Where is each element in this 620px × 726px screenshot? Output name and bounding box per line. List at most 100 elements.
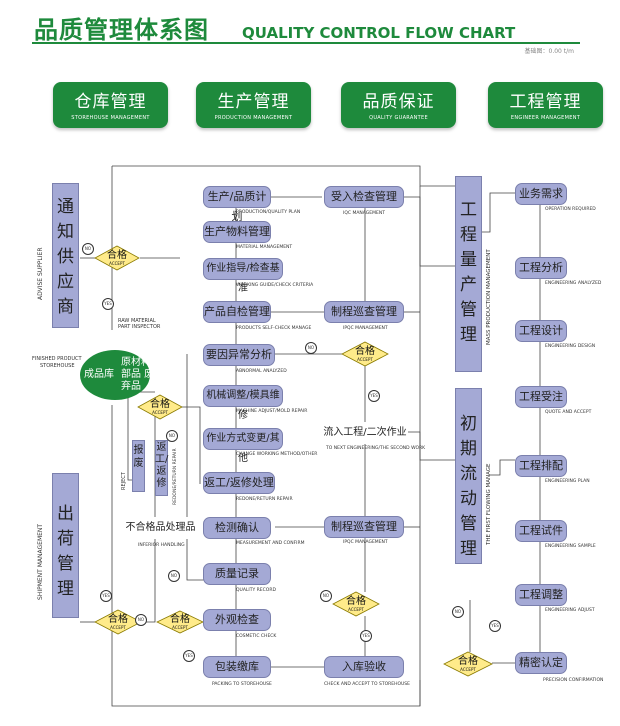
- shipment-box: [52, 473, 79, 618]
- decision-cn: 合格: [355, 346, 375, 357]
- header-storehouse-en: STOREHOUSE MANAGEMENT: [71, 115, 150, 121]
- tag-no: NO: [82, 243, 94, 255]
- reject-en: REJECT: [121, 472, 127, 490]
- header-storehouse-cn: 仓库管理: [74, 92, 147, 112]
- node-ipqc-2-en: IPQC MANAGEMENT: [343, 540, 388, 545]
- line-eng-flow: [490, 459, 515, 476]
- node-material-management: 生产物料管理: [203, 221, 271, 243]
- diamond-supplier: [94, 245, 140, 271]
- node-abnormal-analysis-en: ABNORMAL ANALYZED: [236, 369, 287, 374]
- decision-en: ACCEPT: [348, 607, 364, 612]
- node-packing: 包装缴库: [203, 656, 271, 678]
- line-inferior-accept: [118, 538, 156, 623]
- node-self-check-en: PRODUCTS SELF-CHECK MANAGE: [236, 326, 312, 331]
- tag-yes: YES: [100, 590, 112, 602]
- node-iqc: 受入检查管理: [324, 186, 404, 208]
- page-title-en: QUALITY CONTROL FLOW CHART: [242, 24, 516, 42]
- node-redone-en: REDONE/RETURN REPAIR: [236, 497, 293, 502]
- node-engineering-adjust: 工程调整: [515, 584, 567, 606]
- node-engineering-adjust-en: ENGINEERING ADJUST: [545, 608, 595, 613]
- finished-label-1: FINISHED PRODUCT: [32, 356, 82, 362]
- finished-label-2: STOREHOUSE: [40, 363, 75, 369]
- node-ipqc-1: 制程巡查管理: [324, 301, 404, 323]
- decision-cn: 合格: [108, 614, 128, 625]
- mass-production-en: MASS PRODUCTION MANAGEMENT: [486, 249, 492, 345]
- flowing-en: THE FIRST FLOWING MANAGE: [486, 463, 492, 546]
- decision-en: ACCEPT: [357, 357, 373, 362]
- storage-oval: [80, 350, 150, 400]
- flowing-box: [455, 388, 482, 564]
- return-box: [155, 440, 168, 496]
- shipment-label: 出荷管理: [57, 504, 74, 599]
- node-precision-confirm: 精密认定: [515, 652, 567, 674]
- node-material-management-en: MATERIAL MANAGEMENT: [236, 245, 293, 250]
- decision-cn: 合格: [107, 250, 127, 261]
- decision-en: ACCEPT: [109, 261, 125, 266]
- node-production-plan-en: PRODUCTION/QUALITY PLAN: [236, 210, 301, 215]
- node-measurement: 检测确认: [203, 517, 271, 539]
- node-quote-accept: 工程受注: [515, 386, 567, 408]
- node-engineering-sample: 工程试件: [515, 520, 567, 542]
- tag-no: NO: [452, 606, 464, 618]
- node-ipqc-2: 制程巡查管理: [324, 516, 404, 538]
- node-precision-confirm-en: PRECISION CONFIRMATION: [543, 678, 604, 683]
- node-engineering-sample-en: ENGINEERING SAMPLE: [545, 544, 596, 549]
- node-engineering-plan-en: ENGINEERING PLAN: [545, 479, 590, 484]
- diamond-cosmetic: [156, 610, 204, 634]
- node-work-guide: 作业指导/检查基准: [203, 258, 283, 294]
- decision-cn: 合格: [150, 399, 170, 410]
- tag-yes: YES: [102, 298, 114, 310]
- node-next-engineering: 流入工程/二次作业: [322, 422, 408, 444]
- header-quality-cn: 品质保证: [362, 92, 435, 112]
- node-operation-required-en: OPERATION REQUIRED: [545, 207, 596, 212]
- supplier-box: [52, 183, 79, 328]
- line-eng-mass: [480, 192, 515, 233]
- tag-no: NO: [135, 614, 147, 626]
- decision-en: ACCEPT: [460, 667, 476, 672]
- decision-en: ACCEPT: [172, 625, 188, 630]
- return-label: 返工/返修: [155, 442, 169, 489]
- node-packing-en: PACKING TO STOREHOUSE: [212, 682, 272, 687]
- node-quality-record-en: QUALITY RECORD: [236, 588, 276, 593]
- oval-materials: 原材料 部品 废弃品: [121, 357, 155, 392]
- node-engineering-design: 工程设计: [515, 320, 567, 342]
- node-change-method-en: CHANGE WORKING METHOD/OTHER: [236, 452, 318, 457]
- node-cosmetic-check-en: COSMETIC CHECK: [236, 634, 277, 639]
- node-iqc-en: IQC MANAGEMENT: [343, 211, 385, 216]
- node-next-engineering-en: TO NEXT ENGINEERING/THE SECOND WORK: [326, 446, 426, 451]
- header-quality-en: QUALITY GUARANTEE: [369, 115, 428, 121]
- diamond-engineering: [443, 651, 493, 677]
- node-work-guide-en: WORKING GUIDE/CHECK CRITERIA: [236, 283, 314, 288]
- oval-finished: 成品库: [84, 369, 114, 380]
- header-production-cn: 生产管理: [217, 92, 290, 112]
- supplier-label: 通知供应商: [57, 197, 74, 317]
- header-engineer-en: ENGINEER MANAGEMENT: [510, 115, 581, 121]
- diamond-shipment: [94, 609, 142, 635]
- tag-yes: YES: [489, 620, 501, 632]
- node-change-method: 作业方式变更/其他: [203, 428, 283, 464]
- node-self-check: 产品自检管理: [203, 301, 271, 323]
- page-title: 品质管理体系图: [34, 16, 209, 44]
- node-quote-accept-en: QUOTE AND ACCEPT: [545, 410, 592, 415]
- node-cosmetic-check: 外观检查: [203, 609, 271, 631]
- node-inferior-en: INFERIOR HANDLING: [138, 543, 185, 548]
- decision-cn: 合格: [346, 596, 366, 607]
- supplier-en: ADVISE SUPPLIER: [37, 247, 44, 300]
- node-measurement-en: MEASUREMENT AND CONFIRM: [236, 541, 305, 546]
- diamond-analysis: [341, 341, 389, 367]
- node-engineering-design-en: ENGINEERING DESIGN: [545, 344, 596, 349]
- node-quality-record: 质量记录: [203, 563, 271, 585]
- tag-no: NO: [166, 430, 178, 442]
- title-divider: [32, 42, 580, 44]
- node-engineering-analysis: 工程分析: [515, 257, 567, 279]
- shipment-en: SHIPMENT MANAGEMENT: [37, 523, 44, 600]
- mass-production-box: [455, 176, 482, 372]
- tag-no: NO: [305, 342, 317, 354]
- raw-material-label: RAW MATERIAL PART INSPECTOR: [118, 318, 161, 330]
- reject-label: 报废: [133, 445, 144, 469]
